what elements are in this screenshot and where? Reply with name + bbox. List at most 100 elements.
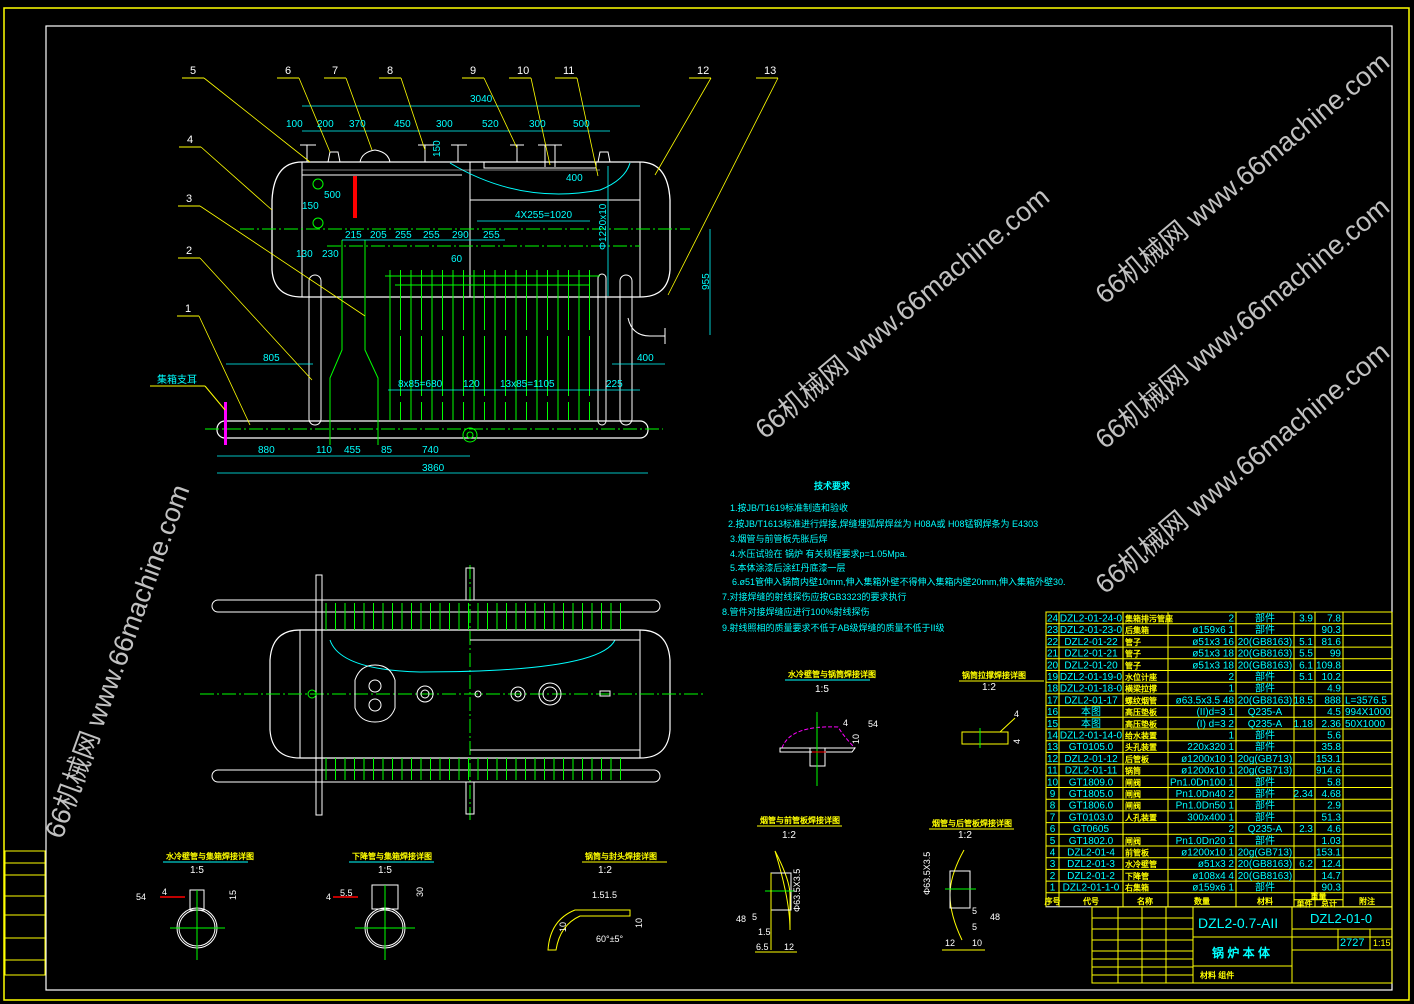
part-name: 横梁拉撑 [1125, 684, 1157, 694]
callout-number: 10 [517, 65, 529, 77]
watermark-text: 66机械网 www.66machine.com [1090, 191, 1396, 454]
part-name: 闸阀 [1125, 836, 1141, 846]
part-name: 后管板 [1125, 754, 1150, 764]
dimension-label: 110 [316, 445, 332, 456]
part-spec-qty: ø1200x10 1 [1181, 754, 1234, 765]
table-header: 名称 [1137, 896, 1153, 906]
detail-title: 下降管与集箱焊接详图 [352, 851, 432, 861]
row-number: 1 [1050, 883, 1056, 894]
total-weight: 4.6 [1327, 824, 1341, 835]
unit-weight: 6.2 [1299, 859, 1313, 870]
detail-dimension: 10 [851, 734, 861, 744]
row-number: 19 [1047, 672, 1059, 683]
table-header: 单件 [1297, 898, 1313, 908]
tech-req-item: 2.按JB/T1613标准进行焊接,焊缝埋弧焊焊丝为 H08A或 H08锰钢焊条… [728, 518, 1038, 529]
dimension-label: 85 [381, 445, 393, 456]
dimension-label: 130 [296, 249, 313, 260]
detail-scale: 1:2 [982, 682, 996, 693]
part-spec-qty: 1 [1228, 731, 1234, 742]
row-number: 14 [1047, 731, 1059, 742]
part-note: L=3576.5 [1345, 695, 1387, 706]
part-spec-qty: 2 [1228, 672, 1234, 683]
part-material: 20(GB8163) [1238, 871, 1292, 882]
detail-title: 水冷壁管与锅筒焊接详图 [787, 669, 876, 679]
part-material: 部件 [1255, 623, 1275, 636]
part-spec-qty: ø51x3 18 [1192, 660, 1234, 671]
part-material: 20(GB8163) [1238, 649, 1292, 660]
row-number: 11 [1047, 766, 1058, 777]
unit-weight: 5.5 [1299, 649, 1313, 660]
detail-scale: 1:2 [782, 830, 796, 841]
table-header: 数量 [1194, 896, 1210, 906]
detail-dimension: 48 [736, 914, 746, 924]
part-code: 本图 [1081, 717, 1101, 730]
part-code: GT1809.0 [1069, 777, 1114, 788]
callout-leader [667, 77, 779, 296]
row-number: 5 [1050, 836, 1056, 847]
detail-dimension: 54 [136, 892, 146, 902]
dimension-label: 200 [317, 119, 334, 130]
inner-frame [45, 25, 1393, 991]
drawing-scale: 1:15 [1373, 938, 1391, 948]
part-name: 后集箱 [1125, 625, 1149, 635]
part-note: 994X1000 [1345, 707, 1391, 718]
detail-dimension: 4 [1012, 739, 1022, 744]
part-spec-qty: 1 [1228, 684, 1234, 695]
dimension-label: 255 [423, 230, 440, 241]
part-material: Q235-A [1248, 719, 1283, 730]
part-material: 20(GB8163) [1238, 660, 1292, 671]
part-material: 20g(GB713) [1238, 848, 1292, 859]
part-spec-qty: ø51x3 2 [1198, 859, 1235, 870]
total-weight: 2.36 [1322, 719, 1342, 730]
part-note: 50X1000 [1345, 719, 1385, 730]
detail-dimension: 12 [784, 942, 794, 952]
part-spec-qty: ø1200x10 1 [1181, 766, 1234, 777]
dimension-label: 300 [436, 119, 453, 130]
part-code: GT1802.0 [1069, 836, 1114, 847]
material-label: 材料 组件 [1200, 970, 1234, 980]
part-name: 水位计座 [1124, 672, 1157, 682]
part-name: 锅 炉 本 体 [1212, 945, 1271, 960]
callout-number: 7 [332, 65, 338, 77]
callout-leader [203, 77, 311, 163]
callout-leader [200, 146, 273, 211]
total-weight: 51.3 [1322, 812, 1342, 823]
detail-dimension: 10 [558, 922, 568, 932]
part-code: GT0105.0 [1069, 742, 1114, 753]
part-name: 集箱排污管座 [1124, 614, 1173, 624]
row-number: 8 [1050, 801, 1056, 812]
detail-dimension: 4 [162, 887, 167, 897]
total-weight: 888 [1324, 695, 1341, 706]
dimension-label: 3860 [422, 463, 445, 474]
detail-scale: 1:5 [378, 865, 392, 876]
part-spec-qty: ø108x4 4 [1192, 871, 1234, 882]
callout-number: 13 [764, 65, 776, 77]
callout-leader [199, 205, 366, 317]
row-number: 15 [1047, 719, 1059, 730]
part-name: 闸阀 [1125, 777, 1141, 787]
part-code: DZL2-01-11 [1065, 766, 1118, 777]
detail-title: 水冷壁管与集箱焊接详图 [165, 851, 254, 861]
total-weight: 99 [1330, 649, 1342, 660]
part-name: 管子 [1125, 649, 1141, 659]
detail-dimension: Φ63.5X3.5 [792, 869, 802, 912]
callout-leader [654, 77, 712, 176]
part-spec-qty: ø51x3 18 [1192, 649, 1234, 660]
callout-number: 9 [470, 65, 476, 77]
unit-weight: 6.1 [1299, 660, 1313, 671]
dimension-label: 4X255=1020 [515, 210, 572, 221]
table-header-weight: 重量 [1311, 891, 1327, 901]
boiler-plan-view [200, 565, 705, 820]
dimension-label: 805 [263, 353, 280, 364]
detail-dimension: 60°±5° [596, 934, 624, 944]
dimension-label: 215 [345, 230, 362, 241]
total-weight: 4.5 [1327, 707, 1341, 718]
part-code: DZL2-01-18-0 [1060, 684, 1123, 695]
unit-weight: 5.1 [1299, 637, 1313, 648]
part-code: GT0605 [1073, 824, 1110, 835]
detail-scale: 1:5 [190, 865, 204, 876]
callout-number: 11 [563, 65, 574, 77]
total-weight: 5.6 [1327, 731, 1341, 742]
total-weight: 5.8 [1327, 777, 1341, 788]
callout-number: 12 [697, 65, 709, 77]
